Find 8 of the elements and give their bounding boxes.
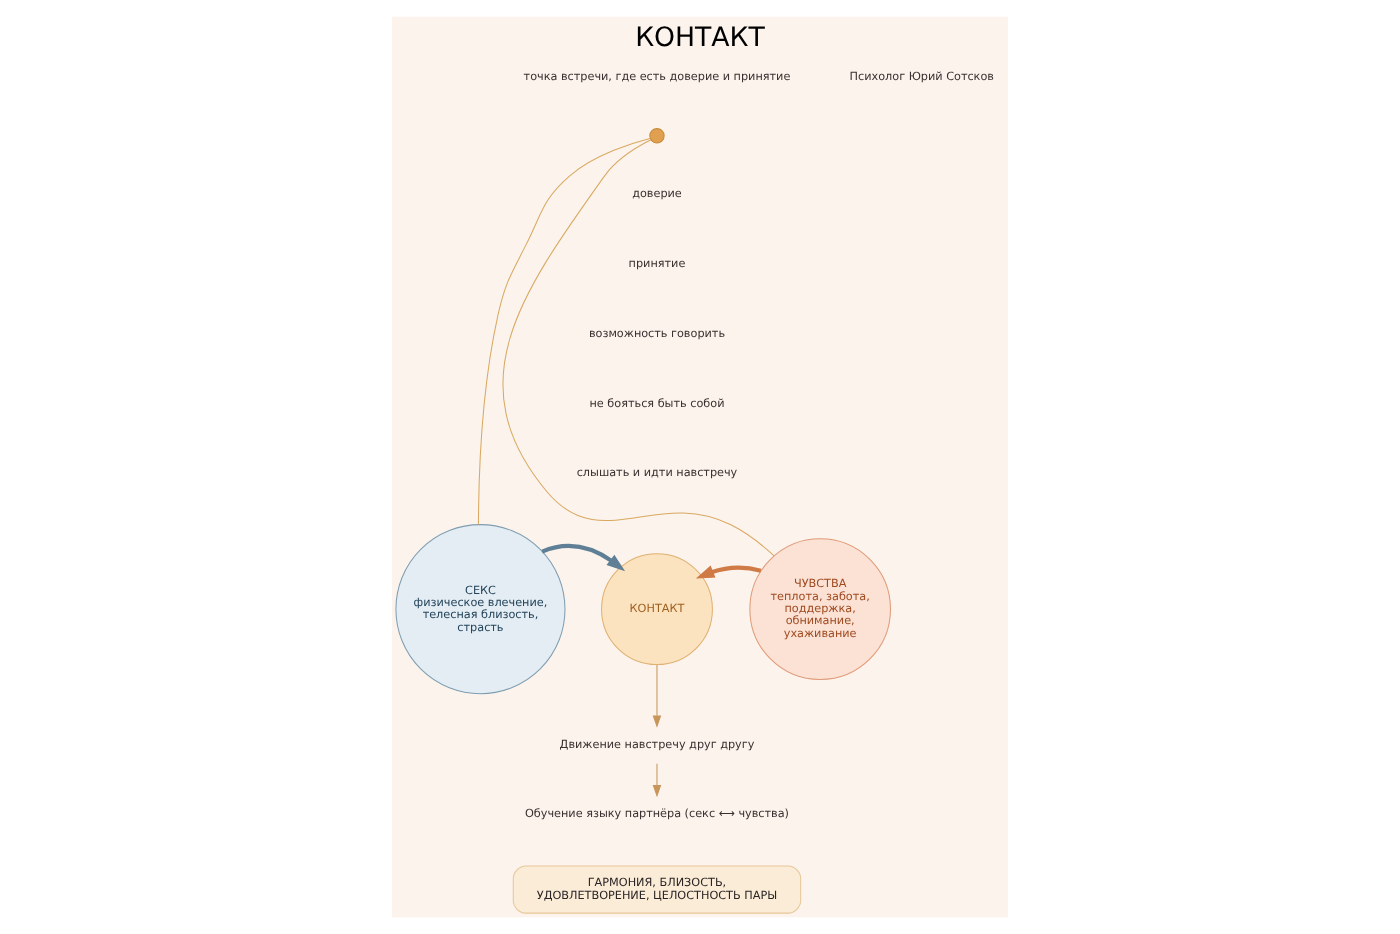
node-circle [649,128,665,144]
arrow [695,565,762,579]
arrow [541,543,626,572]
connector [477,138,651,526]
connector [502,139,775,557]
arrow [652,664,662,728]
diagram-title: КОНТАКТ [635,24,765,55]
arrow [652,763,662,798]
